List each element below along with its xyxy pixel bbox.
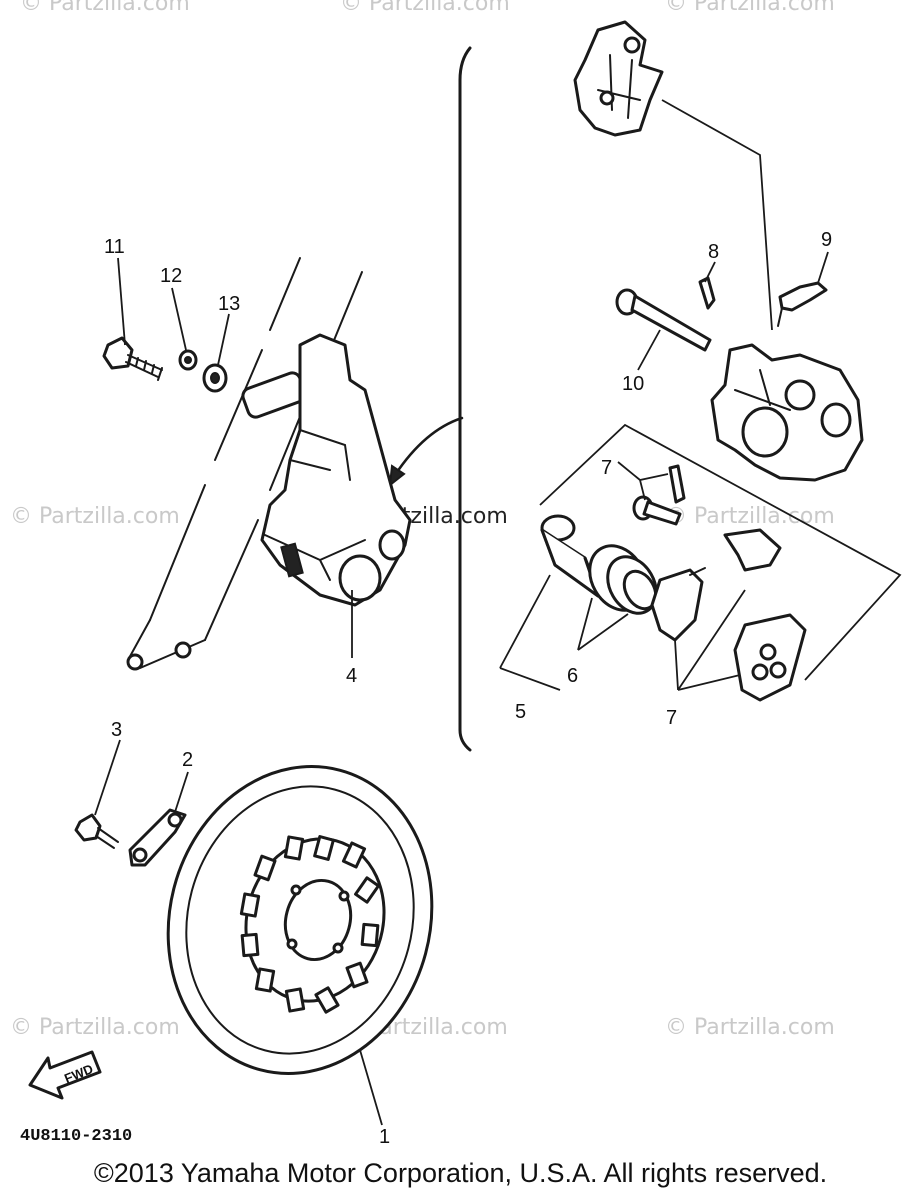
- disc-vents: [239, 835, 380, 1014]
- forward-arrow: FWD: [28, 1050, 102, 1100]
- brake-disc-part-1: [166, 765, 434, 1075]
- watermark-bottom-left: © Partzilla.com: [10, 1015, 180, 1040]
- diagram-code: 4U8110-2310: [20, 1127, 132, 1146]
- watermark-bottom-right: © Partzilla.com: [665, 1015, 835, 1040]
- caliper-body: [710, 343, 864, 482]
- brake-pad-inner: [650, 567, 706, 642]
- callout-3: 3: [111, 719, 122, 741]
- callout-7-lower: 7: [666, 707, 677, 729]
- washer-part-13: [202, 363, 228, 393]
- detail-arrow: [393, 416, 464, 477]
- callout-2: 2: [182, 749, 193, 771]
- watermark-top-left: © Partzilla.com: [20, 0, 190, 16]
- washer-part-12: [178, 349, 198, 371]
- bolt-part-11: [102, 336, 163, 381]
- copyright-notice: ©2013 Yamaha Motor Corporation, U.S.A. A…: [93, 1158, 828, 1188]
- callout-1: 1: [379, 1126, 390, 1148]
- callout-5: 5: [515, 701, 526, 723]
- callout-6: 6: [567, 665, 578, 687]
- pad-spring: [723, 528, 782, 572]
- callout-9: 9: [821, 229, 832, 251]
- caliper-bracket: [573, 20, 664, 137]
- bolt-part-3: [74, 813, 119, 849]
- caliper-assembly-part-4: [260, 333, 412, 607]
- pin-part-8: [698, 276, 716, 310]
- piston-seals-part-6: [588, 544, 658, 615]
- bleed-screw-part-9: [777, 281, 828, 327]
- slide-pin-part-10: [615, 288, 712, 352]
- callout-8: 8: [708, 241, 719, 263]
- section-divider: [458, 46, 472, 752]
- callout-10: 10: [622, 373, 644, 395]
- watermark-mid-left: © Partzilla.com: [10, 504, 180, 529]
- detail-arrow-head: [388, 464, 406, 488]
- callout-13: 13: [218, 293, 240, 315]
- callout-7-upper: 7: [601, 457, 612, 479]
- pad-pins-part-7: [632, 464, 686, 526]
- lock-plate-part-2: [128, 808, 187, 867]
- brake-pad-outer: [733, 613, 807, 702]
- watermark-top-center: © Partzilla.com: [340, 0, 510, 16]
- watermark-top-right: © Partzilla.com: [665, 0, 835, 16]
- leader-lines: [94, 99, 902, 1126]
- callout-12: 12: [160, 265, 182, 287]
- callout-11: 11: [104, 236, 125, 258]
- callout-4: 4: [346, 665, 357, 687]
